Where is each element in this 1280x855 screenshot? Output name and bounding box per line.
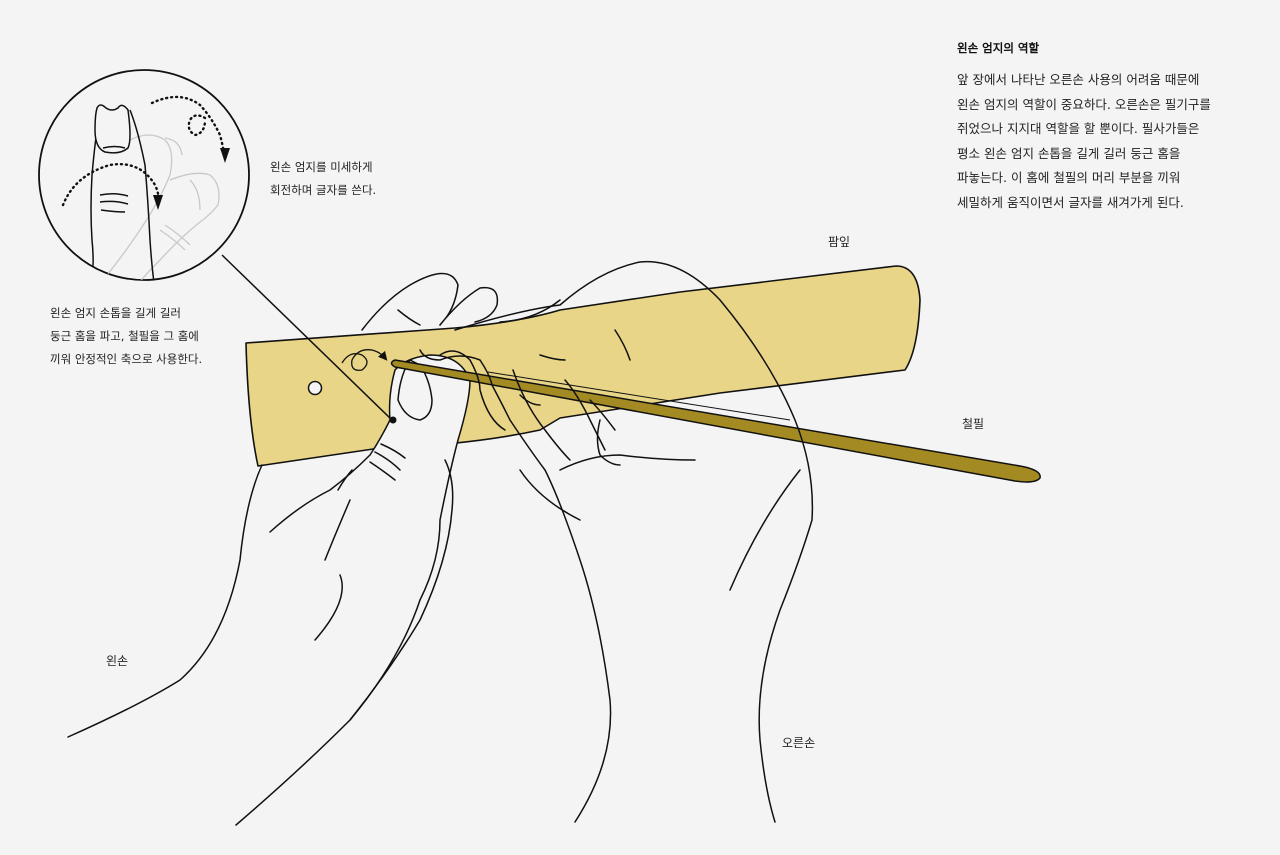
zoom-callout-note: 왼손 엄지를 미세하게 회전하며 글자를 쓴다. bbox=[270, 156, 376, 202]
description-panel: 왼손 엄지의 역할 앞 장에서 나타난 오른손 사용의 어려움 때문에 왼손 엄… bbox=[957, 40, 1257, 215]
palm-leaf-label: 팜잎 bbox=[828, 235, 851, 249]
panel-body-line: 평소 왼손 엄지 손톱을 길게 길러 둥근 홈을 bbox=[957, 145, 1181, 161]
leader-line bbox=[221, 254, 397, 424]
thumbnail-callout-note: 왼손 엄지 손톱을 길게 길러 둥근 홈을 파고, 철필을 그 홈에 끼워 안정… bbox=[50, 302, 202, 371]
leaf-hole bbox=[307, 380, 323, 396]
zoom-circle-icon bbox=[38, 69, 250, 281]
stylus bbox=[390, 359, 1041, 483]
panel-body-line: 왼손 엄지의 역할이 중요하다. 오른손은 필기구를 bbox=[957, 96, 1211, 112]
panel-title: 왼손 엄지의 역할 bbox=[957, 41, 1040, 55]
left-hand bbox=[67, 272, 499, 826]
note-line: 끼워 안정적인 축으로 사용한다. bbox=[50, 352, 203, 366]
right-hand bbox=[419, 260, 814, 823]
note-line: 왼손 엄지 손톱을 길게 길러 bbox=[50, 306, 182, 320]
panel-body-line: 세밀하게 움직이면서 글자를 새겨가게 된다. bbox=[957, 194, 1184, 210]
left-hand-label: 왼손 bbox=[106, 654, 129, 668]
panel-body-line: 쥐었으나 지지대 역할을 할 뿐이다. 필사가들은 bbox=[957, 121, 1200, 136]
panel-body-line: 파놓는다. 이 홈에 철필의 머리 부분을 끼워 bbox=[957, 170, 1181, 185]
note-line: 회전하며 글자를 쓴다. bbox=[270, 183, 377, 197]
right-hand-label: 오른손 bbox=[782, 736, 816, 750]
note-line: 둥근 홈을 파고, 철필을 그 홈에 bbox=[50, 329, 199, 343]
note-line: 왼손 엄지를 미세하게 bbox=[270, 160, 373, 174]
loop-arrow-icon bbox=[341, 349, 388, 371]
panel-body-line: 앞 장에서 나타난 오른손 사용의 어려움 때문에 bbox=[957, 72, 1200, 87]
stylus-label: 철필 bbox=[962, 417, 985, 431]
